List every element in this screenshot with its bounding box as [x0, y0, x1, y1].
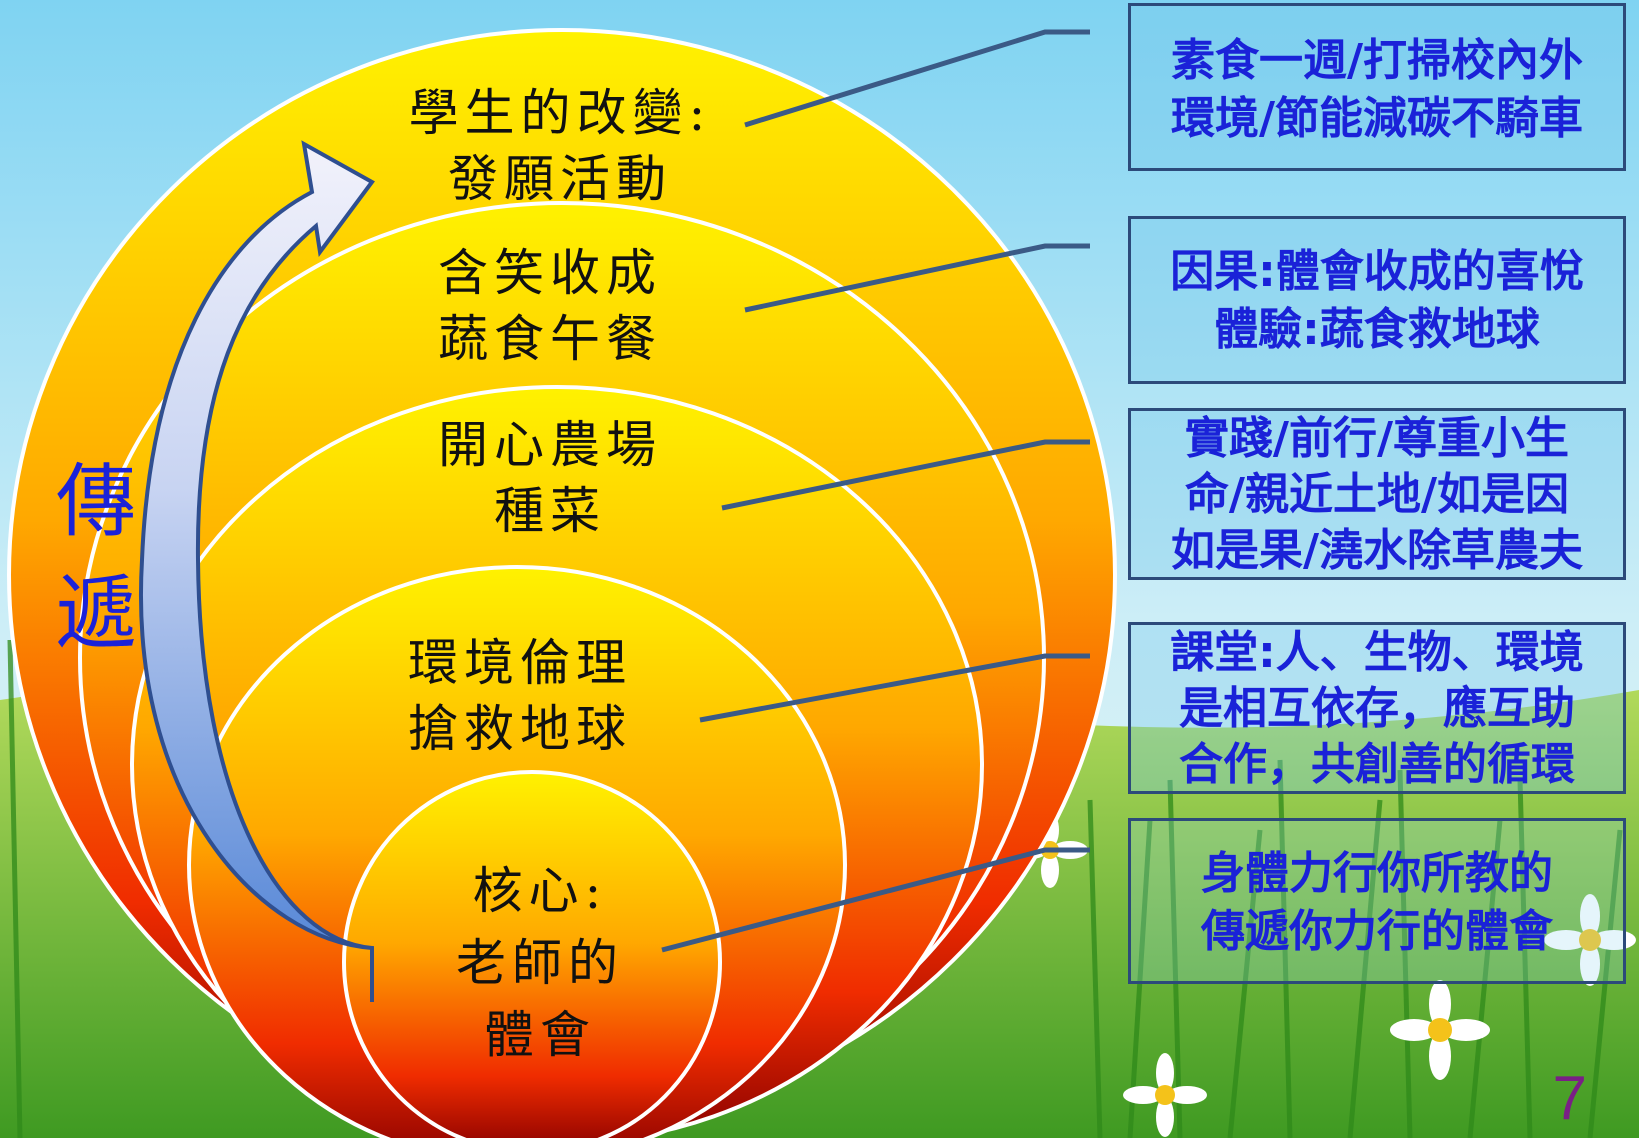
ring-label-line: 開心農場 — [438, 416, 662, 474]
connector-4 — [699, 653, 1090, 723]
callout-line: 合作，共創善的循環 — [1179, 739, 1575, 790]
ring-label-3: 開心農場 種菜 — [400, 412, 700, 544]
ring-core — [342, 770, 722, 1138]
callout-box-3: 實踐/前行/尊重小生 命/親近土地/如是因 如是果/澆水除草農夫 — [1128, 408, 1626, 580]
connector-2 — [744, 243, 1090, 313]
ring-label-line: 體會 — [484, 1006, 596, 1064]
ring-label-2: 含笑收成 蔬食午餐 — [400, 240, 700, 372]
callout-box-1: 素食一週/打掃校內外 環境/節能減碳不騎車 — [1128, 3, 1626, 171]
ring-label-line: 含笑收成 — [438, 244, 662, 302]
ring-label-line: 發願活動 — [448, 150, 672, 208]
side-word: 傳 遞 — [46, 446, 146, 670]
ring-label-core: 核心: 老師的 體會 — [420, 855, 660, 1071]
callout-line: 環境/節能減碳不騎車 — [1170, 93, 1584, 144]
ring-label-line: 蔬食午餐 — [438, 310, 662, 368]
callout-box-4: 課堂:人、生物、環境 是相互依存，應互助 合作，共創善的循環 — [1128, 622, 1626, 794]
ring-label-line: 種菜 — [494, 482, 606, 540]
grass-blades — [7, 639, 1623, 1138]
callout-line: 傳遞你力行的體會 — [1201, 906, 1553, 957]
ring-label-4: 環境倫理 搶救地球 — [370, 630, 670, 762]
connector-5 — [661, 847, 1090, 953]
callout-line: 是相互依存，應互助 — [1179, 683, 1575, 734]
side-word-char: 傳 — [56, 455, 136, 548]
callout-line: 身體力行你所教的 — [1201, 848, 1553, 899]
ring-label-line: 學生的改變: — [408, 84, 712, 142]
callout-line: 體驗:蔬食救地球 — [1214, 304, 1540, 355]
side-word-char: 遞 — [56, 567, 136, 660]
transmit-arrow — [138, 140, 375, 1002]
connector-1 — [744, 29, 1090, 128]
callout-box-2: 因果:體會收成的喜悅 體驗:蔬食救地球 — [1128, 216, 1626, 384]
ring-label-line: 核心: — [472, 862, 608, 920]
callout-line: 命/親近土地/如是因 — [1184, 469, 1570, 520]
ring-label-line: 搶救地球 — [408, 700, 632, 758]
connector-lines — [661, 29, 1090, 953]
callout-line: 如是果/澆水除草農夫 — [1170, 525, 1584, 576]
callout-line: 課堂:人、生物、環境 — [1170, 627, 1584, 678]
page-number: 7 — [1552, 1064, 1587, 1133]
callout-line: 素食一週/打掃校內外 — [1170, 35, 1584, 86]
callout-line: 實踐/前行/尊重小生 — [1184, 413, 1570, 464]
connector-3 — [721, 439, 1090, 511]
ring-label-line: 老師的 — [456, 934, 624, 992]
callout-box-5: 身體力行你所教的 傳遞你力行的體會 — [1128, 818, 1626, 984]
callout-line: 因果:體會收成的喜悅 — [1170, 246, 1584, 297]
ring-label-line: 環境倫理 — [408, 634, 632, 692]
ring-label-outer: 學生的改變: 發願活動 — [380, 80, 740, 212]
